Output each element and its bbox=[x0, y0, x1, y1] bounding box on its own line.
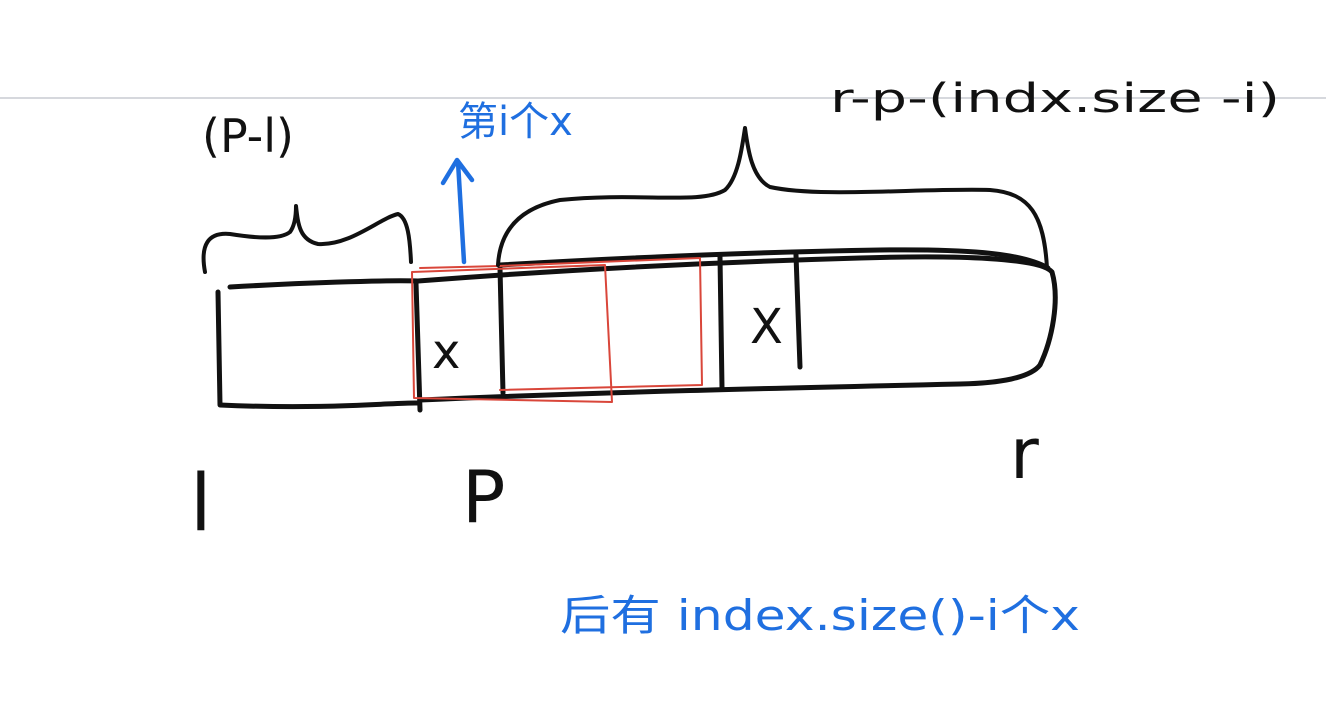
cell-divider-p bbox=[413, 280, 423, 413]
right-span-label: r-p-(indx.size -i) bbox=[830, 76, 1280, 122]
brace-right bbox=[496, 126, 1049, 270]
cell-divider-3 bbox=[793, 252, 803, 370]
arrow-head bbox=[440, 157, 475, 186]
arrow-up bbox=[440, 157, 475, 265]
cell-divider-2 bbox=[717, 254, 725, 391]
highlight-box-2 bbox=[497, 257, 703, 391]
left-span-label: (P-l) bbox=[202, 109, 294, 163]
array-strip bbox=[215, 247, 1058, 413]
brace-left bbox=[201, 204, 413, 274]
pointer-p-label: P bbox=[462, 455, 505, 539]
pointer-l-label: l bbox=[190, 459, 212, 549]
bottom-note-label: 后有 index.size()-i个x bbox=[560, 591, 1080, 640]
cell-divider-1 bbox=[497, 265, 506, 396]
array-top-edge bbox=[497, 247, 1051, 271]
cell-far-value: X bbox=[750, 299, 783, 355]
arrow-note-label: 第i个x bbox=[458, 99, 573, 145]
array-left-segment bbox=[215, 278, 421, 410]
cell-p-value: x bbox=[432, 324, 460, 380]
highlight-box-1-top bbox=[419, 265, 501, 269]
arrow-shaft bbox=[455, 159, 467, 265]
highlight-boxes bbox=[411, 257, 703, 403]
highlight-box-1 bbox=[411, 264, 613, 403]
pointer-r-label: r bbox=[1010, 413, 1039, 495]
array-main-body bbox=[415, 254, 1058, 403]
